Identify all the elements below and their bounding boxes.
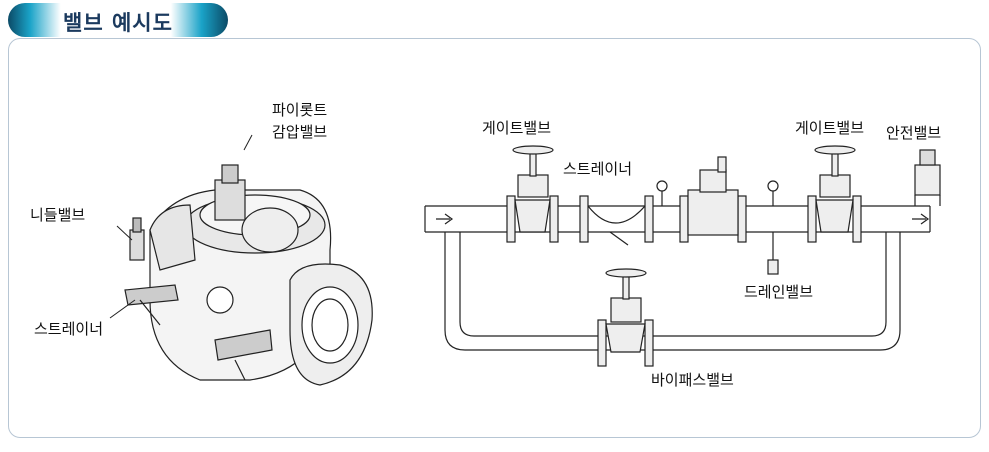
bypass-valve-shape <box>597 268 654 367</box>
gate-valve-1-shape <box>506 145 559 243</box>
section-title: 밸브 예시도 <box>63 11 173 35</box>
label-strainer-right: 스트레이너 <box>563 160 633 178</box>
safety-valve-shape <box>914 149 941 206</box>
label-gate-valve-1: 게이트밸브 <box>482 119 552 137</box>
label-bypass-valve: 바이패스밸브 <box>651 371 734 389</box>
strainer-shape <box>579 195 654 246</box>
label-pilot-line1: 파이롯트 <box>272 101 328 119</box>
label-needle-valve: 니들밸브 <box>30 206 86 224</box>
label-gate-valve-2: 게이트밸브 <box>795 119 865 137</box>
pressure-reducing-valve-shape <box>679 156 747 243</box>
piping-illustration <box>424 145 941 367</box>
inlet-arrow-icon <box>436 213 454 225</box>
pressure-gauge-icon <box>767 180 779 206</box>
outlet-arrow-icon <box>912 213 930 225</box>
section-title-banner: 밸브 예시도 <box>8 3 228 37</box>
pressure-gauge-icon <box>656 180 668 206</box>
label-safety-valve: 안전밸브 <box>886 124 942 142</box>
pressure-reducing-valve-illustration <box>109 134 373 386</box>
drain-valve-shape <box>767 232 779 275</box>
label-strainer-left: 스트레이너 <box>34 320 104 338</box>
diagram-panel <box>8 38 981 438</box>
label-pilot-line2: 감압밸브 <box>272 123 328 141</box>
gate-valve-2-shape <box>807 145 862 243</box>
label-drain-valve: 드레인밸브 <box>744 283 814 301</box>
